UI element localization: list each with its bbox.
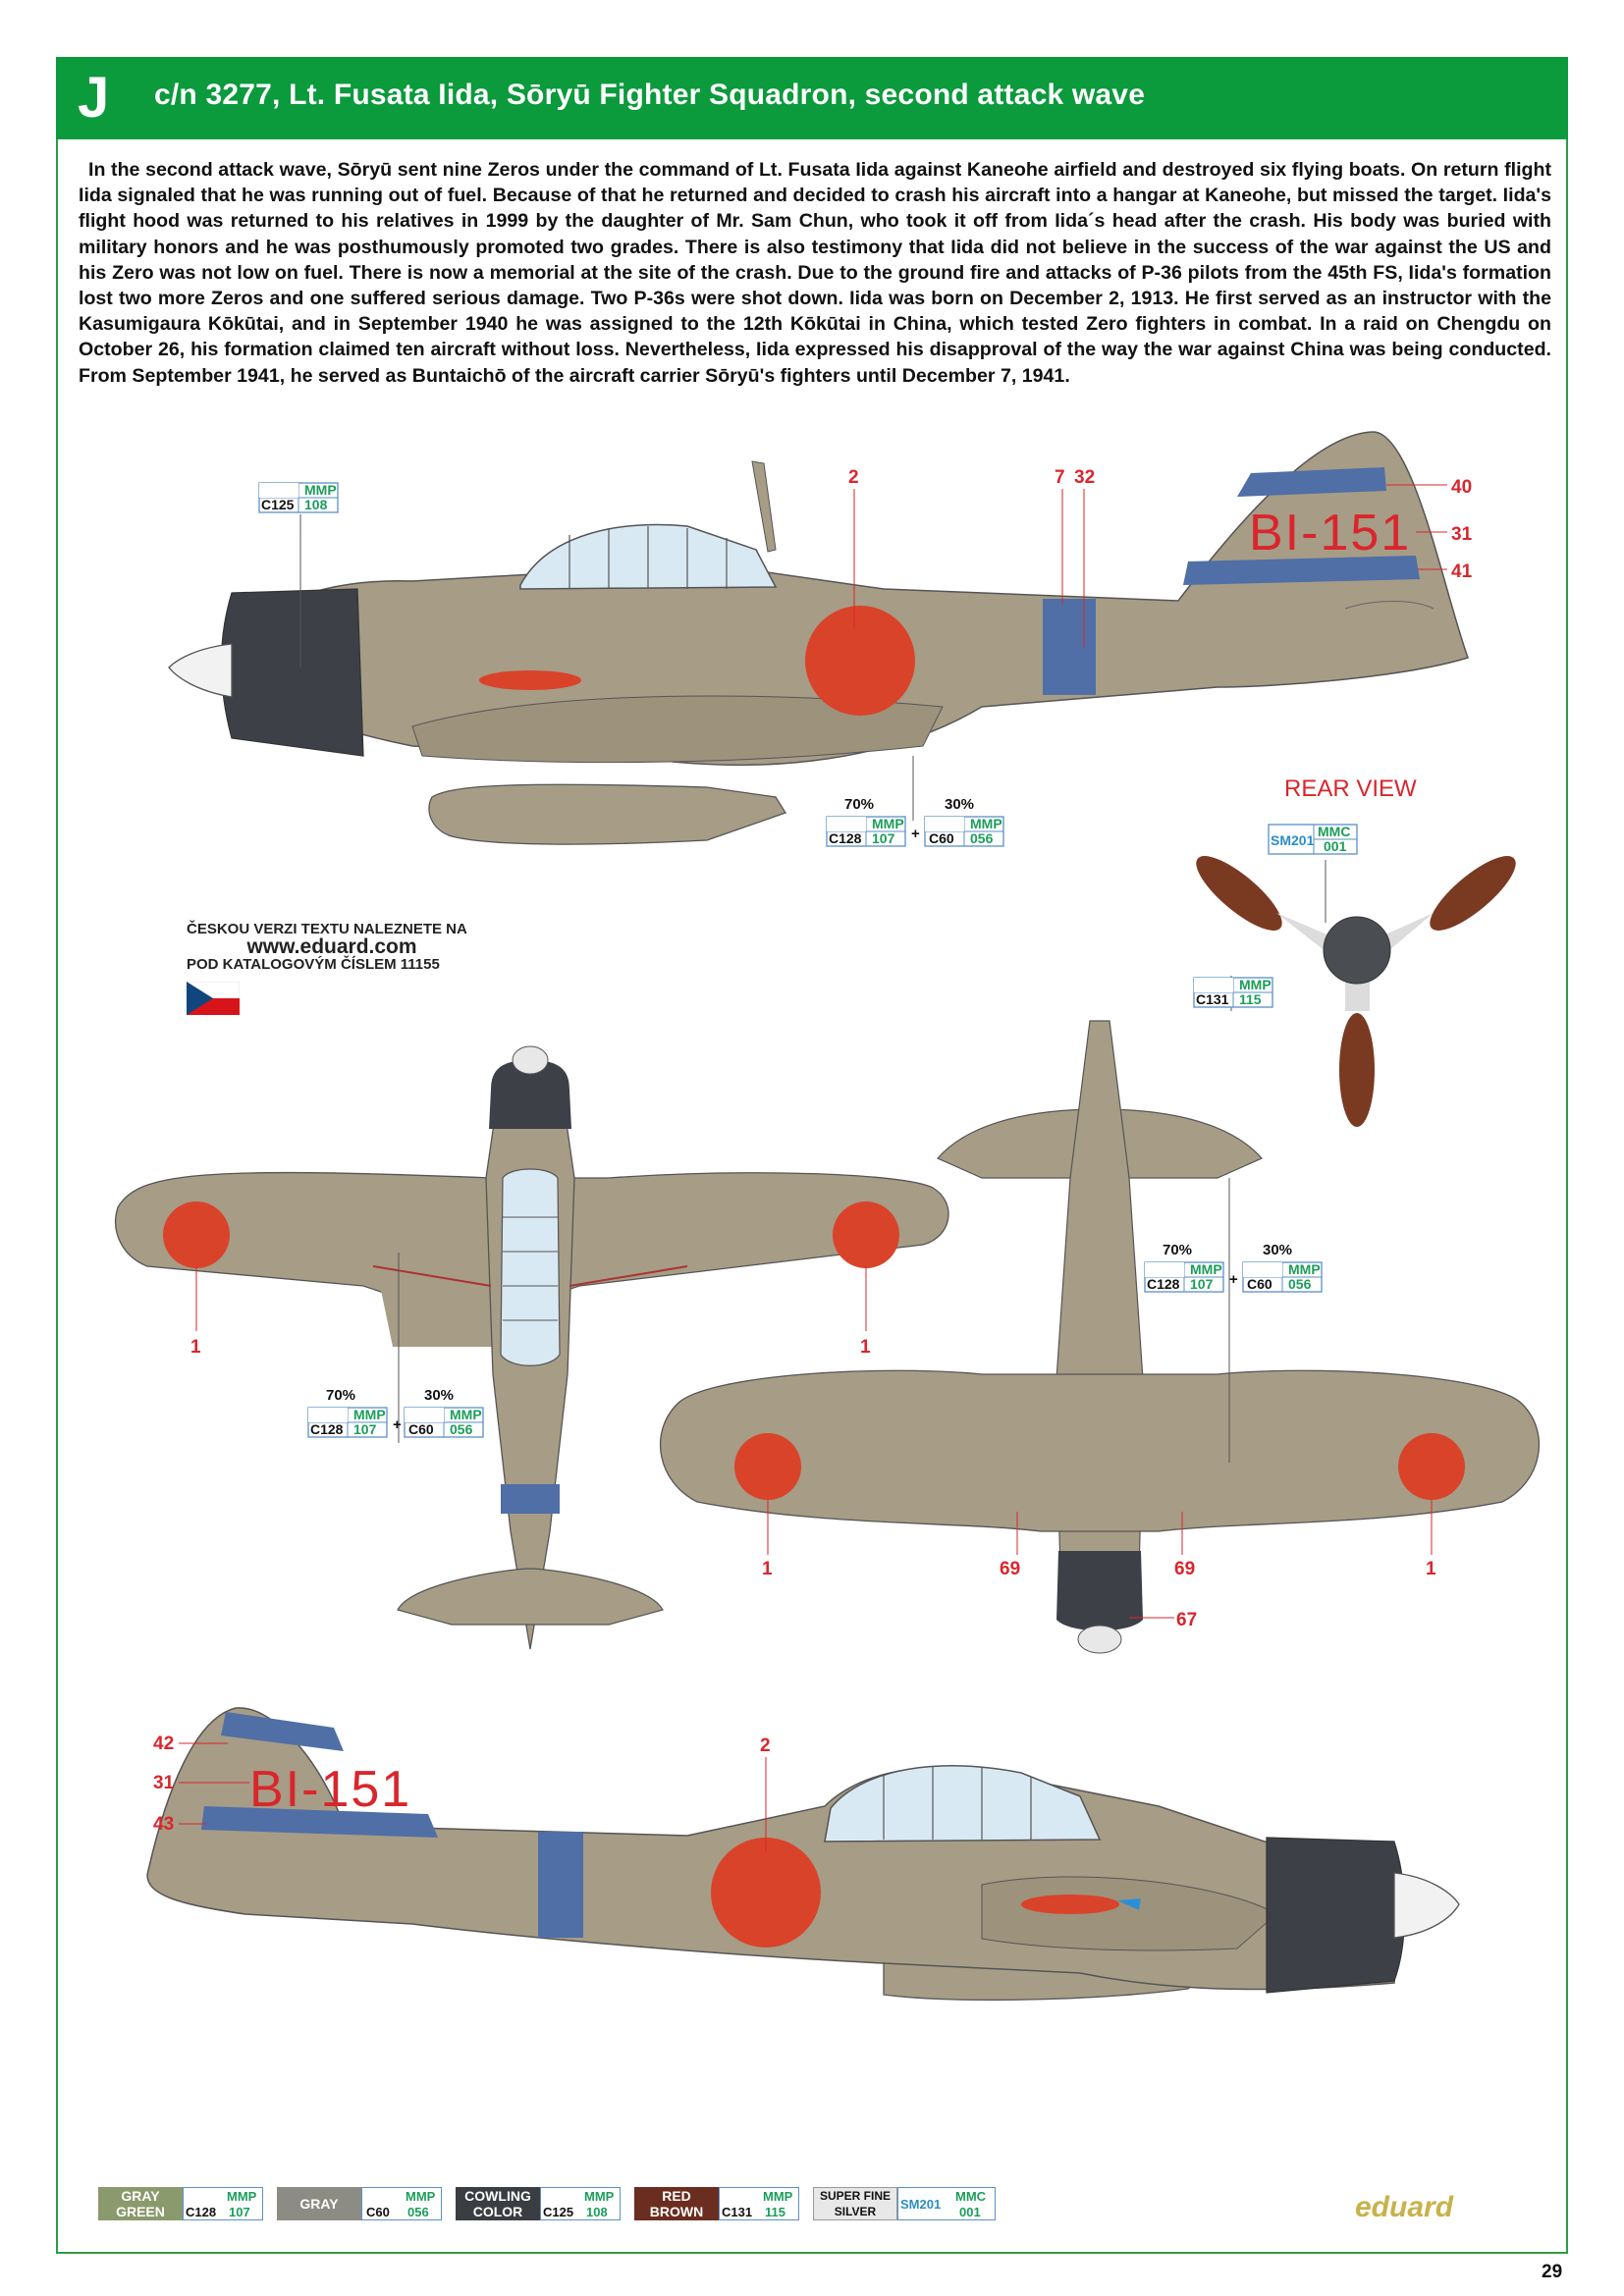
svg-text:MMP: MMP	[304, 482, 337, 498]
callout-32: 32	[1074, 467, 1095, 488]
callout-69-left: 69	[1000, 1559, 1020, 1579]
legend-code-red-brown: MMP C131 115	[719, 2187, 799, 2220]
legend-code-cowling: MMP C125 108	[540, 2187, 621, 2220]
czech-version-note: ČESKOU VERZI TEXTU NALEZNETE NA www.edua…	[187, 921, 477, 974]
top-profile-callouts: 2 7 32 40 31 41	[299, 467, 1473, 821]
svg-text:001: 001	[1324, 838, 1347, 854]
svg-text:30%: 30%	[945, 796, 974, 813]
callout-1-bottom-left: 1	[762, 1559, 773, 1579]
svg-text:MMP: MMP	[450, 1407, 482, 1422]
callout-1-bottom-right: 1	[1426, 1559, 1436, 1579]
legend-code-gray-green: MMP C128 107	[183, 2187, 263, 2220]
svg-text:107: 107	[1190, 1276, 1214, 1292]
svg-text:70%: 70%	[326, 1387, 355, 1404]
svg-text:MMP: MMP	[353, 1407, 386, 1422]
paint-mix-topview: 70% 30% MMP C128 107 + MMP C60 056	[307, 1387, 484, 1438]
svg-text:107: 107	[353, 1421, 377, 1437]
svg-text:MMP: MMP	[872, 816, 904, 831]
rear-view-title: REAR VIEW	[1284, 775, 1417, 802]
paint-mix-top: 70% 30% MMP C128 107 + MMP C60 056	[826, 796, 1004, 847]
czech-note-url[interactable]: www.eduard.com	[246, 935, 417, 958]
svg-text:C60: C60	[929, 830, 954, 846]
tail-code-bottom: BI-151	[249, 1761, 411, 1818]
history-paragraph: In the second attack wave, Sōryū sent ni…	[79, 159, 1551, 387]
svg-text:70%: 70%	[844, 796, 874, 813]
page-number: 29	[1542, 2262, 1563, 2282]
svg-text:+: +	[393, 1416, 402, 1433]
svg-text:MMP: MMP	[1239, 977, 1272, 992]
profile-letter: J	[78, 66, 110, 130]
svg-text:C60: C60	[1247, 1276, 1272, 1292]
bottom-view: 1 1 69 69 67	[659, 1020, 1541, 1654]
history-text: In the second attack wave, Sōryū sent ni…	[79, 157, 1551, 389]
paint-box-cowling: MMP C125 108	[258, 482, 339, 513]
czech-flag-icon	[187, 982, 240, 1015]
callout-2-bottom: 2	[760, 1735, 771, 1756]
callout-40: 40	[1451, 477, 1472, 498]
right-side-profile: BI-151 42 31 43 2	[146, 1707, 1460, 2002]
callout-1-topview-right: 1	[860, 1337, 871, 1358]
svg-text:MMP: MMP	[970, 816, 1002, 831]
svg-text:108: 108	[304, 497, 328, 512]
callout-42: 42	[153, 1734, 174, 1754]
svg-text:056: 056	[450, 1421, 473, 1437]
paint-mix-bottom: 70% 30% MMP C128 107 + MMP C60 056	[1144, 1242, 1323, 1293]
svg-text:MMP: MMP	[1190, 1261, 1222, 1277]
svg-text:C128: C128	[310, 1421, 344, 1437]
svg-text:30%: 30%	[424, 1387, 454, 1404]
svg-text:115: 115	[1239, 991, 1262, 1007]
svg-text:MMC: MMC	[1318, 824, 1350, 839]
legend-swatch-gray-green: GRAY GREEN	[98, 2187, 183, 2220]
callout-69-right: 69	[1174, 1559, 1195, 1579]
callout-31-bottom: 31	[153, 1773, 175, 1793]
legend-swatch-red-brown: RED BROWN	[634, 2187, 719, 2220]
svg-text:C128: C128	[1147, 1276, 1180, 1292]
svg-text:SM201: SM201	[1271, 832, 1315, 848]
callout-67: 67	[1176, 1610, 1197, 1630]
svg-text:MMP: MMP	[1288, 1261, 1321, 1277]
svg-text:+: +	[1229, 1271, 1238, 1288]
callout-31-top: 31	[1451, 524, 1473, 545]
czech-note-line1: ČESKOU VERZI TEXTU NALEZNETE NA	[187, 921, 467, 937]
czech-note-line3: POD KATALOGOVÝM ČÍSLEM 11155	[187, 956, 440, 973]
svg-text:107: 107	[872, 830, 895, 846]
tail-code-top: BI-151	[1249, 505, 1411, 561]
svg-text:056: 056	[1288, 1276, 1312, 1292]
profile-title: c/n 3277, Lt. Fusata Iida, Sōryū Fighter…	[154, 79, 1146, 111]
eduard-logo: eduard	[1355, 2191, 1454, 2223]
legend-swatch-cowling: COWLING COLOR	[456, 2187, 540, 2220]
svg-text:+: +	[911, 826, 920, 842]
svg-text:30%: 30%	[1263, 1242, 1292, 1258]
callout-2: 2	[848, 467, 859, 488]
legend-swatch-gray: GRAY	[277, 2187, 361, 2220]
svg-text:056: 056	[970, 830, 994, 846]
callout-43: 43	[153, 1814, 174, 1835]
svg-text:70%: 70%	[1163, 1242, 1192, 1258]
legend-code-silver: SM201 MMC 001	[897, 2187, 996, 2220]
legend-swatch-silver: SUPER FINE SILVER	[813, 2187, 897, 2220]
top-view: 1 1	[114, 1045, 949, 1650]
callout-7: 7	[1055, 467, 1065, 488]
svg-text:C125: C125	[261, 497, 295, 512]
left-side-profile: BI-151	[168, 431, 1469, 845]
profile-header: J c/n 3277, Lt. Fusata Iida, Sōryū Fight…	[56, 57, 1568, 139]
callout-41: 41	[1451, 561, 1473, 582]
svg-text:C131: C131	[1196, 991, 1229, 1007]
svg-text:C60: C60	[408, 1421, 434, 1437]
paint-box-prop: MMP C131 115	[1193, 977, 1273, 1008]
propeller-rear-view	[1196, 856, 1516, 1127]
paint-box-silver: SM201 MMC 001	[1268, 824, 1358, 855]
callout-1-topview-left: 1	[190, 1337, 201, 1358]
legend-code-gray: MMP C60 056	[361, 2187, 442, 2220]
svg-text:C128: C128	[829, 830, 862, 846]
